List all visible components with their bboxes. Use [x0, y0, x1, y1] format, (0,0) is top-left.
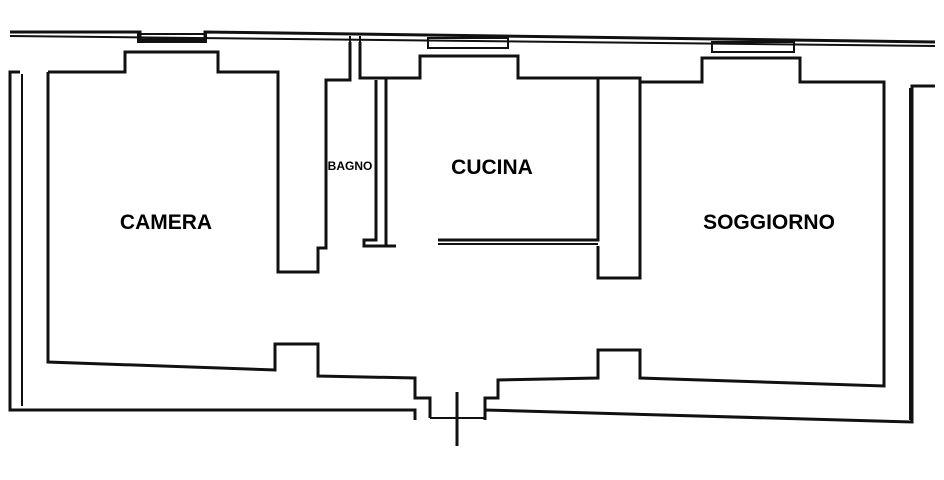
- bagno-room: [358, 42, 396, 248]
- soggiorno-room: [483, 56, 886, 418]
- outer-wall: [8, 70, 935, 424]
- cucina-room: [386, 54, 642, 280]
- entrance-door: [430, 392, 485, 446]
- camera-room: [46, 42, 432, 418]
- windows: [137, 33, 795, 80]
- room-label-camera: CAMERA: [120, 211, 212, 234]
- top-facade: [9, 30, 936, 47]
- room-label-bagno: BAGNO: [328, 159, 373, 173]
- room-label-soggiorno: SOGGIORNO: [703, 211, 835, 234]
- room-label-cucina: CUCINA: [451, 156, 533, 179]
